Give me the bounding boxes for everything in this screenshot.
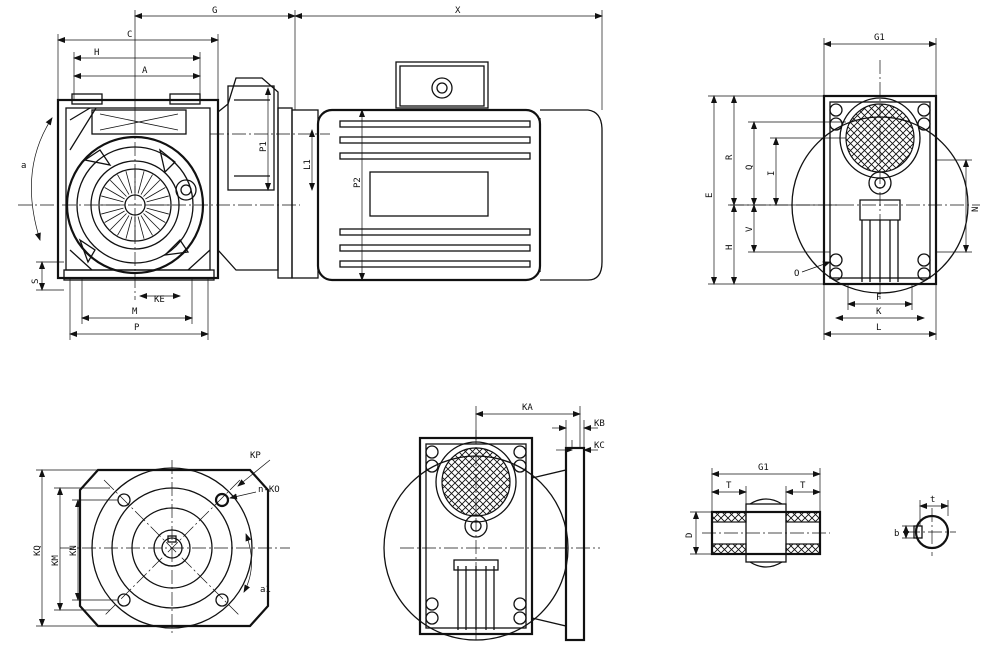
label-t-left: T [726,481,732,491]
front-view: C G X H A a P1 L1 P2 S KE M P [18,6,603,340]
wheel-spoke [146,195,169,203]
flange-view: KP n-KO KQ KM KN a1 [33,451,290,636]
label-h-side: H [725,245,735,250]
wheel-spoke [140,174,153,195]
label-t-key: t [930,495,935,505]
label-l: L [876,323,881,333]
shaft-view: G1 T T D [685,463,830,568]
shaft-dimension-labels: G1 T T D [685,463,806,538]
label-n: N [971,207,981,212]
label-c: C [127,30,132,40]
side-dimension-labels: G1 E R Q I V H N O F K L [705,33,981,333]
wheel-spoke [143,179,161,197]
motor-fin [339,152,531,160]
label-a-angle: a [21,161,26,171]
wheel-spoke [146,207,169,215]
label-v: V [745,226,755,232]
label-kp: KP [250,451,261,461]
label-i: I [767,171,777,176]
wheel-spoke [109,179,127,197]
label-k: K [876,307,882,317]
wheel-spoke [117,174,130,195]
label-l1: L1 [303,159,313,170]
motor-fin [339,136,531,144]
wheel-spoke [143,213,161,231]
label-g1: G1 [874,33,885,43]
label-q: Q [745,165,755,170]
motor-fin [339,244,531,252]
label-b-key: b [894,529,899,539]
wheel-spoke [101,195,124,203]
motor-fin [339,120,531,128]
label-h: H [94,48,99,58]
wheel-spoke [109,213,127,231]
label-t-right: T [800,481,806,491]
label-kb: KB [594,419,605,429]
label-n-ko: n-KO [258,485,280,495]
flange-side-bolts [425,445,527,625]
flange-side-dimensions [475,406,598,453]
label-o: O [794,269,799,279]
label-a-dim: A [142,66,148,76]
flange-dimensions [36,459,271,627]
label-e: E [705,193,715,198]
flange-side-dimension-labels: KA KB KC [522,403,605,451]
label-f: F [876,293,881,303]
flange-dimension-labels: KP n-KO KQ KM KN a1 [33,451,280,595]
wheel-spoke [140,215,153,236]
wheel-spoke [125,171,133,194]
label-ke: KE [154,295,165,305]
flange-side-view: KA KB KC [383,403,605,642]
wheel-spoke [145,187,166,200]
gearbox-housing [56,93,220,281]
wheel-spoke [125,216,133,239]
motor-body [316,61,603,282]
wheel-spoke [104,210,125,223]
label-p1: P1 [259,141,269,152]
wheel-spoke [145,210,166,223]
label-m: M [132,307,138,317]
side-bolts [829,103,931,281]
side-view: G1 E R Q I V H N O F K L [705,33,981,340]
label-p: P [134,323,140,333]
side-dimensions [708,38,972,340]
motor-fin [339,228,531,236]
wheel-spoke [104,187,125,200]
wheel-spoke [137,216,145,239]
label-kq: KQ [33,545,43,556]
label-km: KM [51,555,61,566]
label-s: S [31,279,41,284]
label-ka: KA [522,403,533,413]
label-d: D [685,533,695,538]
wheel-spoke [101,207,124,215]
label-g1-shaft: G1 [758,463,769,473]
label-kc: KC [594,441,605,451]
motor-fin [339,260,531,268]
front-dimension-labels: C G X H A a P1 L1 P2 S KE M P [21,6,461,333]
wheel-spoke [117,215,130,236]
wheel-spoke [137,171,145,194]
label-kn: KN [69,545,79,556]
label-r: R [725,154,735,160]
label-a1: a1 [260,585,271,595]
shaft-dimensions [690,468,821,555]
front-dimensions [31,10,603,340]
label-p2: P2 [353,177,363,188]
label-x: X [455,6,461,16]
keyway-view: t b [894,495,956,556]
label-g: G [212,6,217,16]
